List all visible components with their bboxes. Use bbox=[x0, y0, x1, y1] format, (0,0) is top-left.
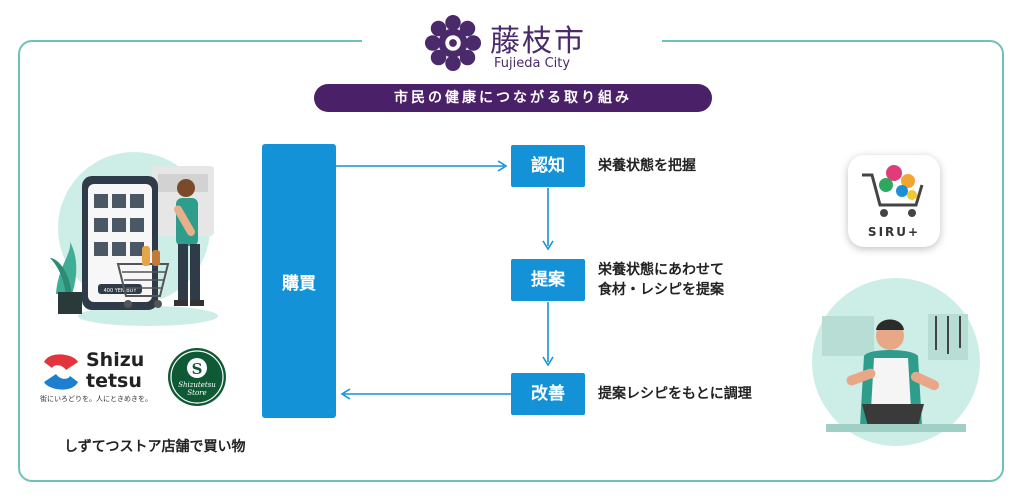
step-improvement-desc: 提案レシピをもとに調理 bbox=[598, 384, 752, 404]
purchase-label: 購買 bbox=[282, 273, 316, 294]
step-proposal-desc-line-1: 栄養状態にあわせて bbox=[598, 262, 724, 278]
cooking-illustration bbox=[812, 278, 980, 446]
arrowhead-1 bbox=[497, 160, 508, 172]
arrowhead-2 bbox=[542, 240, 554, 251]
city-name-jp: 藤枝市 bbox=[490, 24, 586, 59]
step-recognition-desc-line-1: 栄養状態を把握 bbox=[598, 158, 696, 174]
step-proposal: 提案 bbox=[511, 259, 585, 301]
store-name-line-1: Shizutetsu bbox=[178, 381, 216, 389]
step-improvement: 改善 bbox=[511, 373, 585, 415]
fujieda-crest-icon bbox=[424, 14, 482, 72]
phone-price-text: 400 YEN BUY bbox=[104, 288, 138, 294]
shop-caption: しずてつストア店舗で買い物 bbox=[64, 439, 246, 455]
siru-app-icon: SIRU+ bbox=[848, 155, 940, 247]
siru-app-name: SIRU+ bbox=[867, 225, 921, 239]
store-name-line-2: Store bbox=[187, 389, 207, 397]
step-proposal-desc: 栄養状態にあわせて 食材・レシピを提案 bbox=[598, 260, 724, 300]
step-improvement-desc-line-1: 提案レシピをもとに調理 bbox=[598, 386, 752, 402]
siru-cart-icon bbox=[862, 165, 924, 217]
shizutetsu-tagline: 街にいろどりを。人にときめきを。 bbox=[40, 395, 152, 403]
arrowhead-3 bbox=[542, 356, 554, 367]
store-emblem-icon: S bbox=[170, 350, 224, 404]
step-recognition: 認知 bbox=[511, 145, 585, 187]
store-name: Shizutetsu Store bbox=[168, 381, 226, 397]
shizutetsu-word-2: tetsu bbox=[86, 370, 142, 392]
step-recognition-desc: 栄養状態を把握 bbox=[598, 156, 696, 176]
purchase-box: 購買 bbox=[262, 144, 336, 418]
arrowhead-4 bbox=[340, 388, 351, 400]
svg-text:S: S bbox=[192, 360, 203, 378]
initiative-banner: 市民の健康につながる取り組み bbox=[314, 84, 712, 112]
shizutetsu-word-1: Shizu bbox=[86, 349, 145, 371]
shizutetsu-mark-icon bbox=[44, 354, 78, 390]
fujieda-city-logo: 藤枝市 Fujieda City bbox=[420, 8, 620, 78]
shizutetsu-store-logo: S Shizutetsu Store bbox=[168, 348, 226, 406]
step-proposal-desc-line-2: 食材・レシピを提案 bbox=[598, 282, 724, 298]
shizutetsu-logo: Shizu tetsu 街にいろどりを。人にときめきを。 bbox=[40, 350, 156, 406]
shopping-illustration: 400 YEN BUY bbox=[50, 152, 218, 326]
city-name-en: Fujieda City bbox=[494, 56, 571, 71]
shizutetsu-wordmark: Shizu tetsu bbox=[86, 350, 144, 392]
